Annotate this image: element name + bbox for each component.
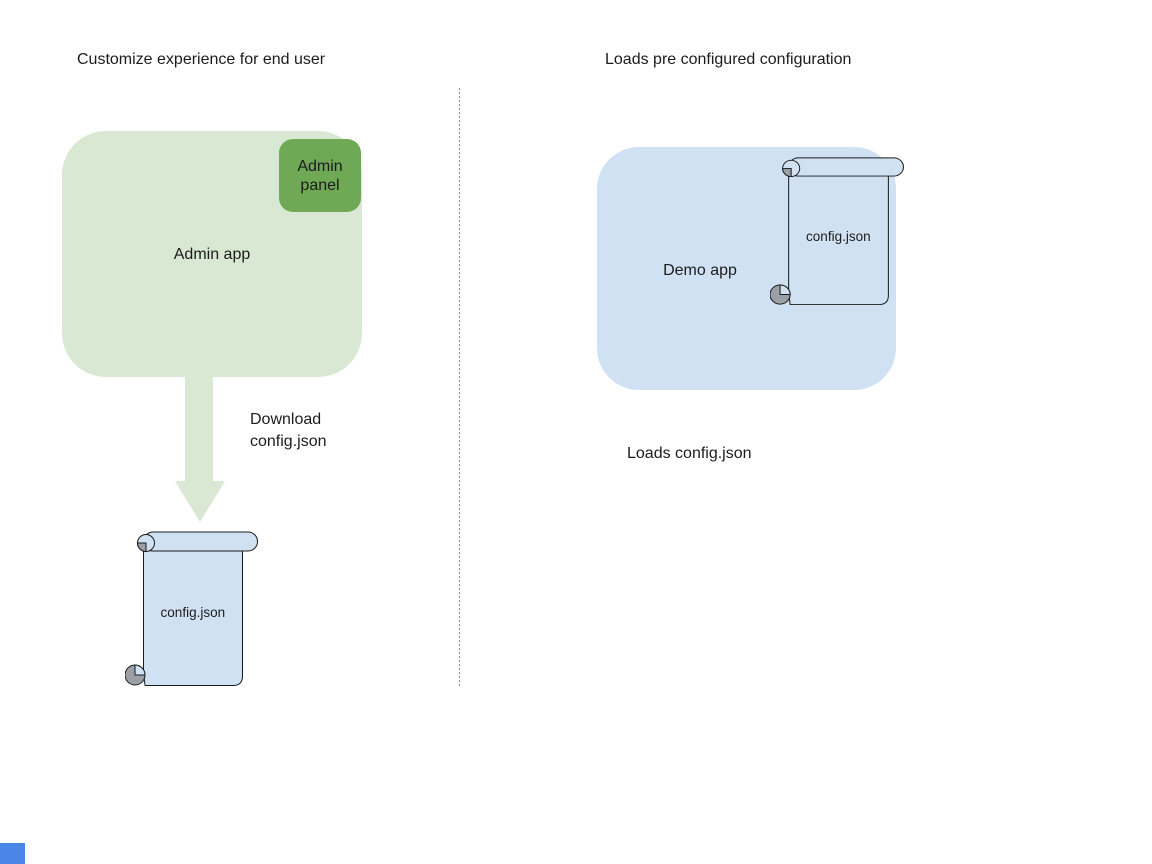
- corner-marker: [0, 843, 25, 864]
- config-json-label-right: config.json: [806, 229, 871, 244]
- scroll-icon: [770, 157, 904, 306]
- download-arrow-icon: [175, 377, 225, 522]
- admin-panel-badge: Admin panel: [279, 139, 361, 212]
- loads-config-caption: Loads config.json: [627, 445, 752, 462]
- scroll-icon: [125, 531, 258, 686]
- config-file-scroll-left: config.json: [125, 530, 258, 687]
- config-file-scroll-right: config.json: [770, 156, 904, 306]
- admin-app-label: Admin app: [173, 245, 251, 263]
- section-divider: [459, 88, 460, 687]
- right-section-title: Loads pre configured configuration: [605, 51, 852, 68]
- left-section-title: Customize experience for end user: [77, 51, 326, 68]
- admin-app-box: Admin app Admin panel: [62, 131, 362, 377]
- config-json-label-left: config.json: [160, 605, 226, 620]
- download-arrow-label: Download config.json: [250, 411, 327, 450]
- demo-app-label: Demo app: [663, 262, 737, 279]
